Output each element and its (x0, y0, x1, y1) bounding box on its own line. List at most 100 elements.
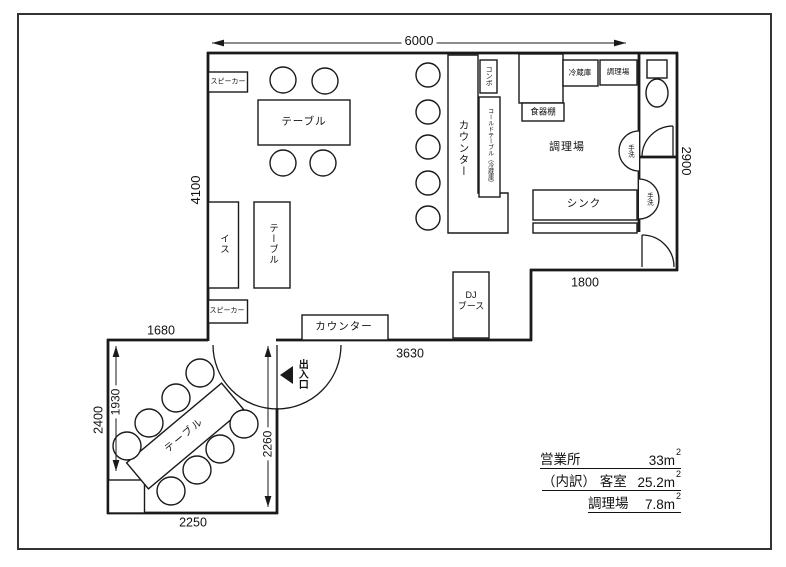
hand-wash-basin-2 (638, 178, 660, 220)
area-label: 営業所 (540, 452, 581, 467)
arrow-down-icon (264, 496, 272, 507)
table-label-top: テーブル (281, 115, 327, 128)
cupboard-label-box (521, 102, 565, 122)
chair-circle (205, 434, 235, 464)
chair-bench-box (207, 201, 240, 289)
hand-wash-label-2: 手洗 (645, 192, 653, 206)
stool-circle (415, 134, 441, 160)
speaker-label-top: スピーカー (210, 78, 246, 86)
kitchen-label-small: 調理場 (606, 67, 630, 77)
drawing-border (17, 13, 772, 550)
table-top-box (257, 99, 351, 146)
kitchen-label-main: 調理場 (549, 141, 585, 154)
chair-circle (229, 409, 259, 439)
fridge-box (562, 59, 599, 87)
chair-circle (134, 408, 164, 438)
area-sup: 2 (675, 491, 681, 501)
furniture (107, 53, 669, 514)
area-value: 25.2m (637, 475, 675, 490)
stool-circle (415, 62, 441, 88)
chair-circle (182, 455, 212, 485)
counter-main-box (447, 54, 509, 234)
dim-1930: 1930 (109, 385, 123, 419)
chair-circle (161, 383, 191, 413)
dim-2250: 2250 (179, 515, 207, 530)
chair-label: イス (217, 233, 229, 255)
arrow-up-icon (264, 346, 272, 357)
diagonal-table-box (125, 382, 245, 490)
sink-lower-box (532, 222, 638, 234)
counter-label-bottom: カウンター (315, 320, 373, 333)
chair-circle (311, 67, 339, 95)
hand-wash-basin-1 (618, 130, 640, 172)
cupboard-label: 食器棚 (530, 106, 556, 117)
arrow-right-icon (614, 39, 626, 47)
chair-circle (185, 358, 215, 388)
dj-booth-line2: ブース (457, 301, 485, 311)
fridge-label: 冷蔵庫 (568, 68, 592, 78)
toilet-bowl (645, 78, 669, 108)
dim-2400: 2400 (91, 406, 106, 434)
walls (106, 51, 679, 515)
toilet-tank (646, 59, 668, 79)
chair-circle (156, 476, 186, 506)
area-value: 33m (648, 453, 675, 468)
entrance-door-swing-arc (212, 344, 342, 410)
dim-2900: 2900 (678, 146, 694, 176)
dim-4100: 4100 (188, 175, 204, 205)
entrance-arrow-icon (280, 366, 293, 384)
back-door-swing-arc (641, 234, 675, 268)
cold-table-label: コールドテーブル（冷蔵庫） (486, 108, 493, 186)
dj-booth-box (452, 271, 490, 339)
dim-3630: 3630 (396, 346, 424, 361)
area-sup: 2 (675, 447, 681, 457)
counter-bottom-box (301, 314, 389, 341)
counter-label-main: カウンター (457, 119, 470, 177)
dim-6000: 6000 (401, 34, 437, 48)
entrance-label: 出入口 (296, 359, 308, 389)
arrow-up-icon (112, 346, 120, 357)
annex-chairs (112, 358, 259, 506)
sink-box (532, 189, 638, 221)
dj-booth-line1: DJ (465, 290, 477, 300)
stool-circle (415, 170, 441, 196)
speaker-box-top (207, 71, 249, 93)
chair-circle (112, 431, 142, 461)
hand-wash-label-1: 手洗 (626, 144, 634, 158)
stool-circle (415, 99, 441, 125)
table-label-left: テーブル (266, 223, 278, 265)
chair-circle (269, 66, 297, 94)
cold-table-box (478, 96, 501, 198)
cupboard-upper-box (518, 53, 564, 104)
dim-1800: 1800 (571, 275, 599, 290)
speaker-label-bottom: スピーカー (209, 307, 245, 315)
table-left-box (253, 201, 291, 289)
chair-circle (309, 149, 337, 177)
kitchen-small-box (599, 59, 638, 86)
toilet-door-swing-arc (641, 125, 674, 158)
combo-box (479, 59, 498, 94)
dim-1680: 1680 (147, 323, 175, 338)
speaker-box-bottom (207, 299, 249, 324)
stool-circle (415, 205, 441, 231)
doors (212, 125, 675, 410)
area-sup: 2 (675, 469, 681, 479)
area-label: （内訳） 客室 (542, 474, 627, 489)
dimension-arrows (112, 39, 626, 507)
dj-booth-label: DJ ブース (458, 290, 485, 312)
arrow-down-icon (112, 460, 120, 471)
area-label: 調理場 (588, 496, 629, 511)
arrow-left-icon (212, 39, 224, 47)
corner-box (107, 479, 146, 514)
sink-label: シンク (566, 197, 602, 210)
chair-circle (269, 149, 297, 177)
area-value: 7.8m (644, 497, 675, 512)
